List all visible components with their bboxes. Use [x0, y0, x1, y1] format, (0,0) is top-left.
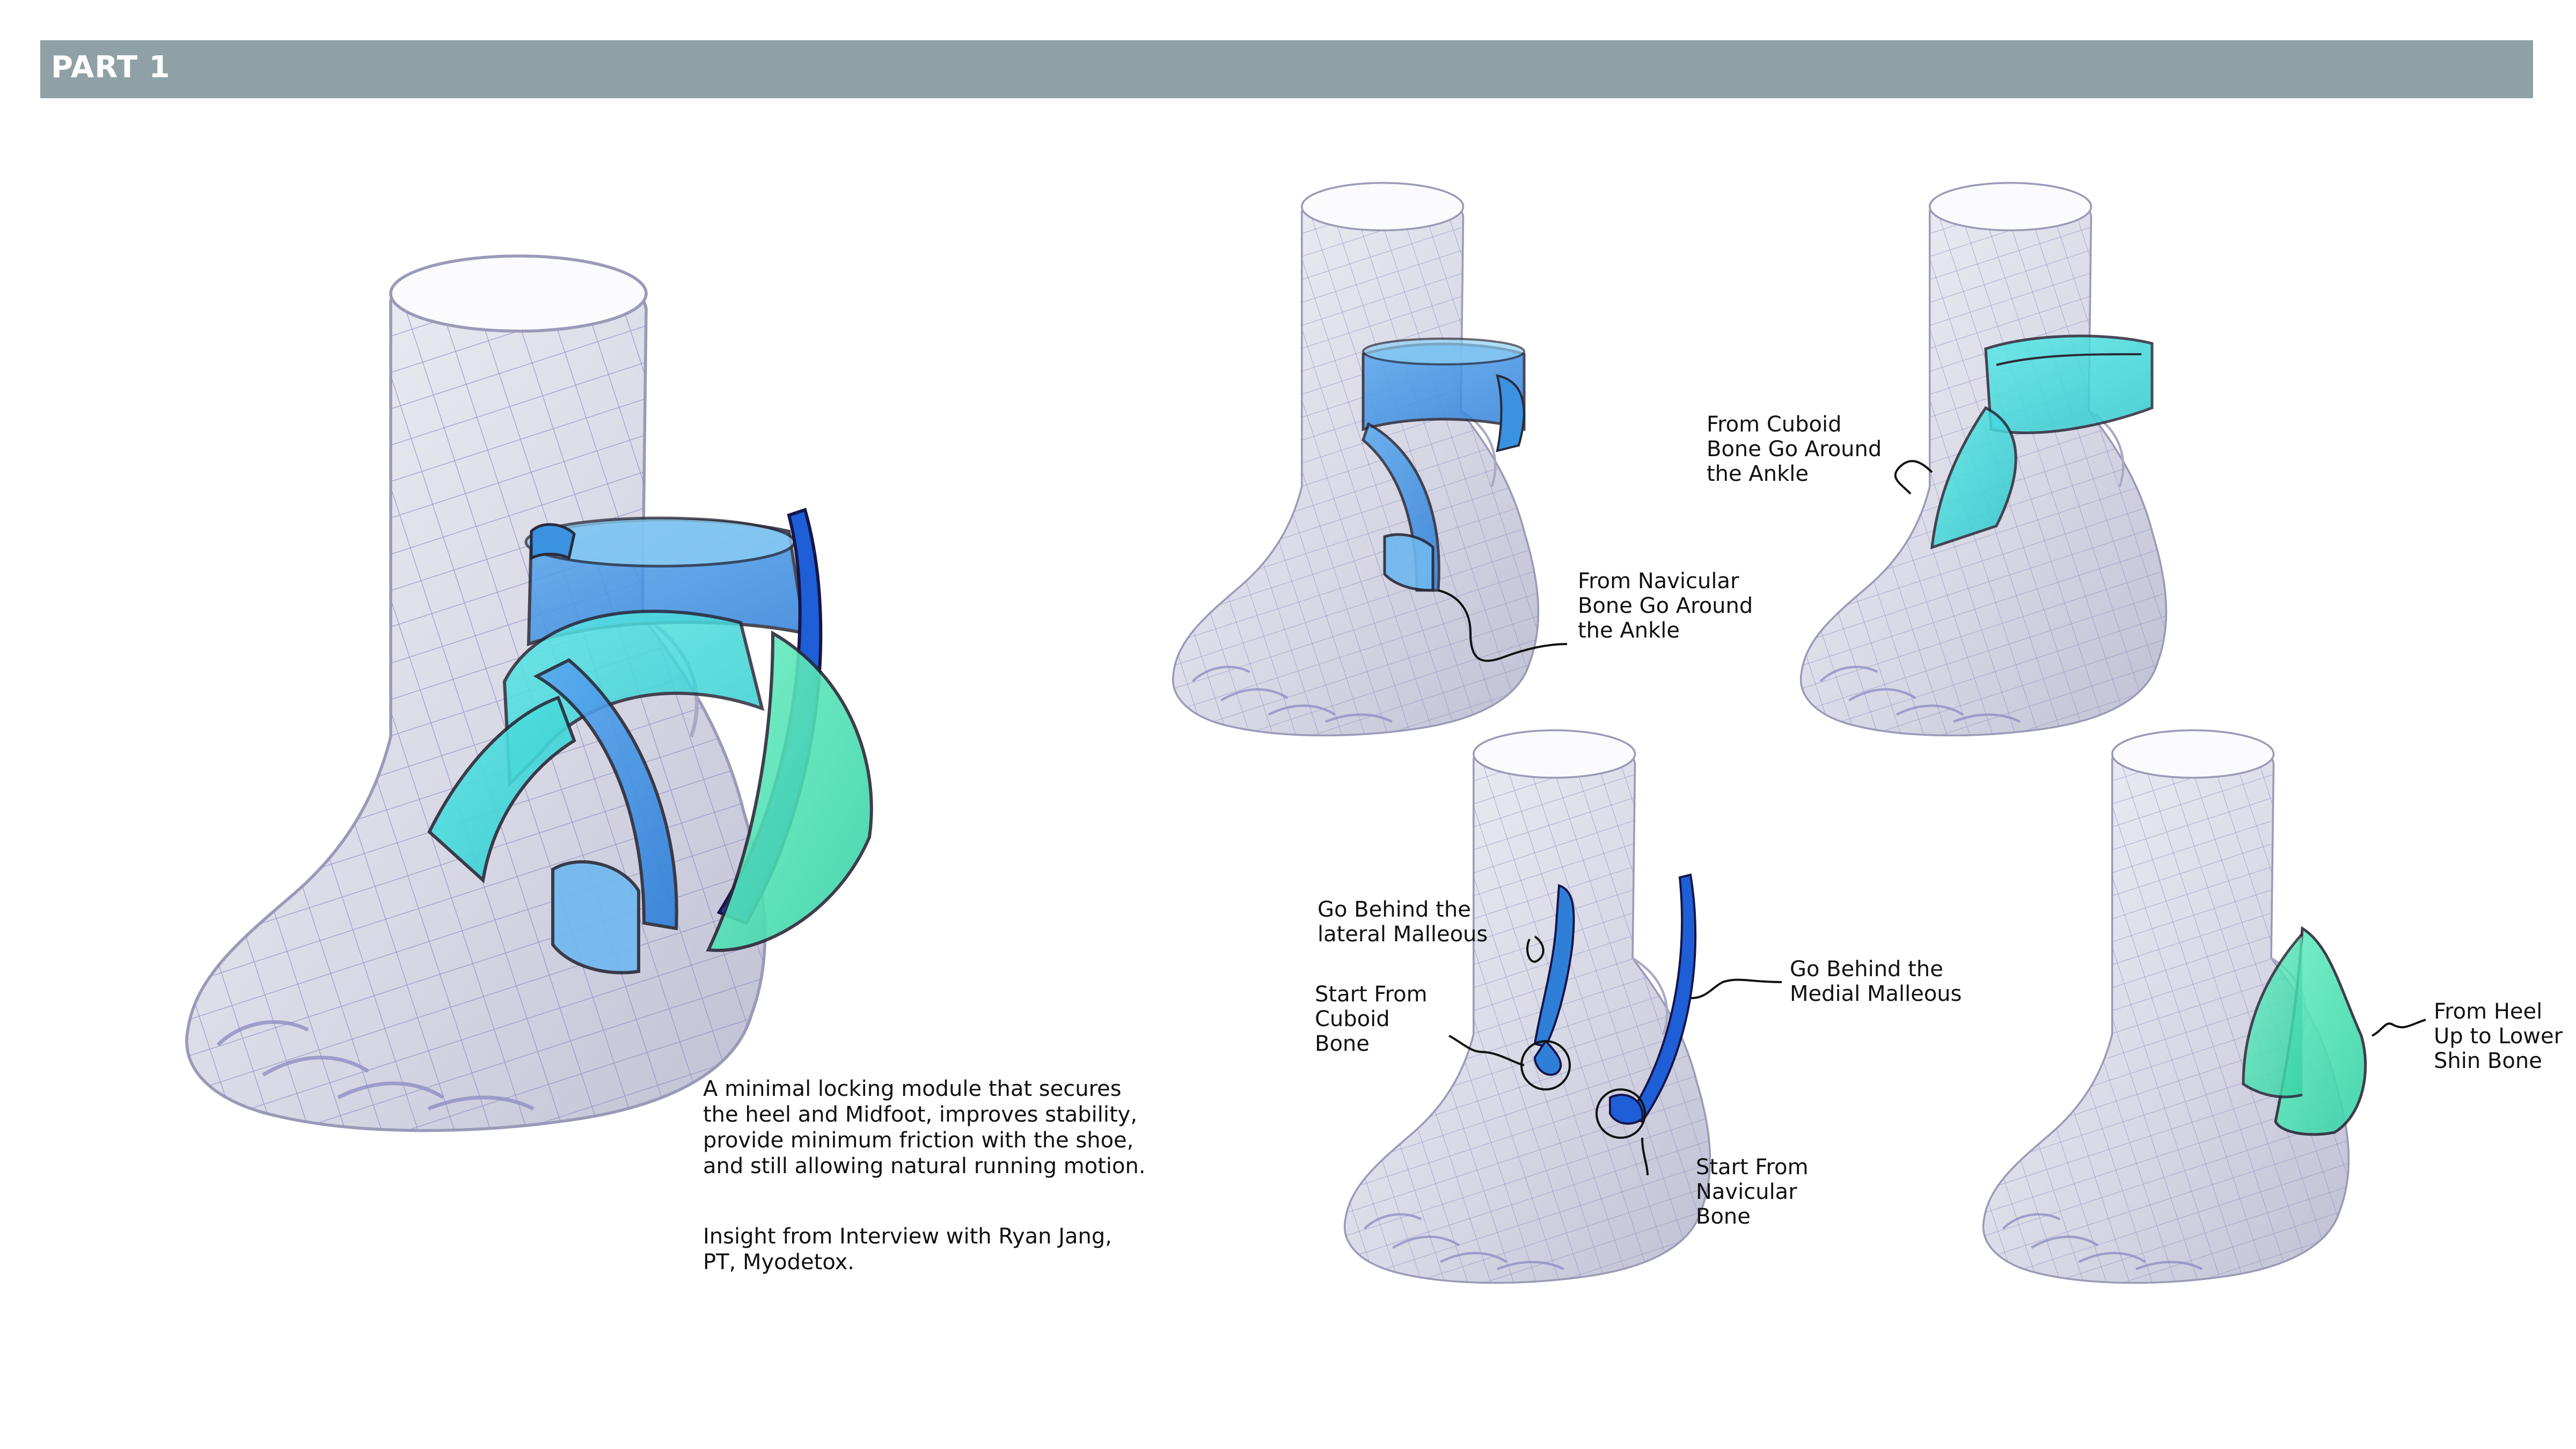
label-medial-malleous: Go Behind the Medial Malleous: [1790, 957, 1962, 1006]
label-cuboid-ankle: From Cuboid Bone Go Around the Ankle: [1707, 412, 1882, 486]
leader-medial-malleous: [1690, 978, 1782, 999]
label-navicular-ankle: From Navicular Bone Go Around the Ankle: [1578, 569, 1753, 643]
label-start-navicular: Start From Navicular Bone: [1696, 1155, 1809, 1229]
description-text: A minimal locking module that secures th…: [703, 1076, 1146, 1179]
description-line-1: A minimal locking module that secures: [703, 1077, 1122, 1101]
leader-start-cuboid: [1448, 1035, 1525, 1066]
foot-malleous-paths: [1345, 730, 1710, 1283]
insight-line-2: PT, Myodetox.: [703, 1250, 854, 1275]
description-line-4: and still allowing natural running motio…: [703, 1154, 1146, 1179]
leader-start-navicular: [1641, 1137, 1649, 1176]
leader-heel-shin: [2372, 1019, 2426, 1037]
leader-navicular-ankle: [1438, 589, 1568, 662]
label-heel-shin: From Heel Up to Lower Shin Bone: [2434, 999, 2563, 1073]
leader-lateral-malleous: [1526, 935, 1545, 963]
part-banner: PART 1: [40, 40, 2533, 98]
foot-cuboid-ankle: [1801, 183, 2167, 736]
leader-cuboid-ankle: [1894, 460, 1933, 495]
label-lateral-malleous: Go Behind the lateral Malleous: [1318, 897, 1488, 947]
foot-heel-shin: [1984, 730, 2367, 1283]
description-line-3: provide minimum friction with the shoe,: [703, 1128, 1134, 1153]
main-foot-figure: [187, 256, 873, 1131]
insight-text: Insight from Interview with Ryan Jang, P…: [703, 1224, 1112, 1275]
part-title: PART 1: [51, 50, 171, 85]
label-start-cuboid: Start From Cuboid Bone: [1315, 982, 1428, 1056]
insight-line-1: Insight from Interview with Ryan Jang,: [703, 1224, 1112, 1249]
description-line-2: the heel and Midfoot, improves stability…: [703, 1102, 1138, 1127]
leader-lines: [1438, 460, 2426, 1176]
foot-navicular-ankle: [1173, 183, 1539, 736]
